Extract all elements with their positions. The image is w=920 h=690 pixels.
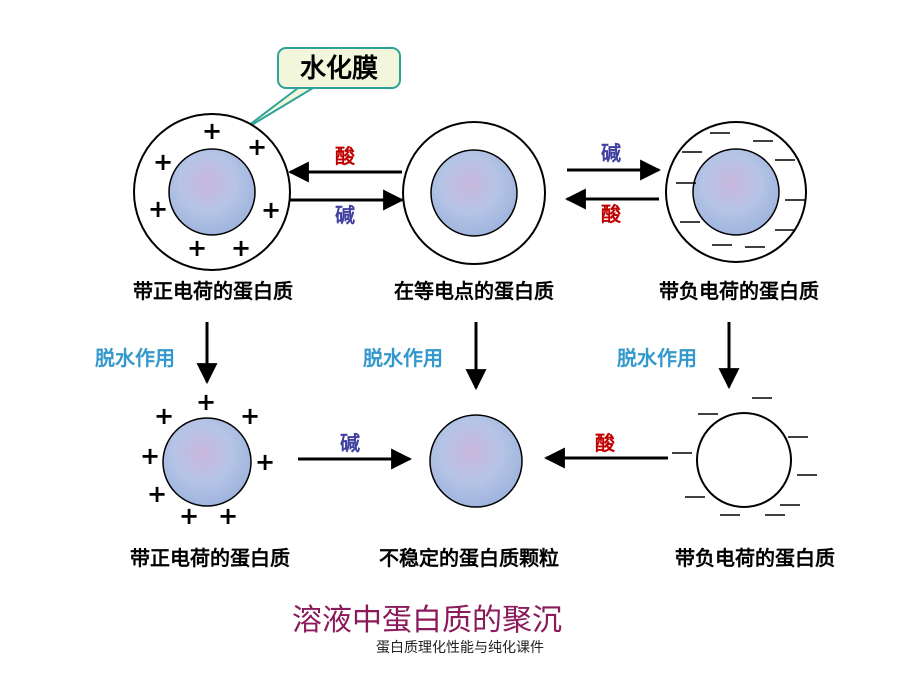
arrow-dehydration-negative: 脱水作用 <box>617 322 740 390</box>
protein-positive-hydrated: + + + + + + + <box>133 113 291 271</box>
arrow-negative-to-iso: 酸 <box>564 188 659 226</box>
plus-sign: + <box>147 480 167 508</box>
plus-sign: + <box>231 234 251 262</box>
protein-core <box>429 414 523 508</box>
arrow-iso-to-positive: 酸 <box>287 144 402 183</box>
dehydration-label: 脱水作用 <box>617 346 697 370</box>
arrow-positive-to-iso: 碱 <box>290 189 405 227</box>
plus-sign: + <box>187 234 207 262</box>
dehydration-label: 脱水作用 <box>363 346 443 370</box>
base-label: 碱 <box>340 431 360 455</box>
protein-negative-hydrated <box>665 121 807 263</box>
protein-core <box>696 412 792 508</box>
diagram-title: 溶液中蛋白质的聚沉 <box>292 603 562 638</box>
protein-core <box>168 148 256 236</box>
base-label: 碱 <box>335 203 355 227</box>
label-negative-protein-2: 带负电荷的蛋白质 <box>675 546 835 570</box>
protein-positive-dehydrated: + + + + + + + + <box>140 388 275 530</box>
acid-label: 酸 <box>335 144 356 168</box>
callout-label: 水化膜 <box>300 54 378 84</box>
plus-sign: + <box>140 442 160 470</box>
plus-sign: + <box>179 502 199 530</box>
plus-sign: + <box>218 502 238 530</box>
arrow-dehydration-positive: 脱水作用 <box>95 322 218 385</box>
plus-sign: + <box>255 448 275 476</box>
plus-sign: + <box>247 133 267 161</box>
negative-charges <box>672 397 817 516</box>
protein-core <box>430 149 518 237</box>
plus-sign: + <box>196 388 216 416</box>
label-isoelectric-protein: 在等电点的蛋白质 <box>394 279 554 303</box>
plus-sign: + <box>240 402 260 430</box>
label-positive-protein: 带正电荷的蛋白质 <box>133 279 293 303</box>
acid-label: 酸 <box>601 202 622 226</box>
arrow-iso-to-negative: 碱 <box>567 141 662 181</box>
arrow-positive-to-unstable: 碱 <box>298 431 413 470</box>
protein-core <box>162 417 252 507</box>
label-negative-protein: 带负电荷的蛋白质 <box>659 279 819 303</box>
protein-unstable-particle <box>429 414 523 508</box>
plus-sign: + <box>202 117 222 145</box>
plus-sign: + <box>261 196 281 224</box>
protein-core <box>692 148 780 236</box>
plus-sign: + <box>148 195 168 223</box>
positive-charges: + + + + + + + + <box>140 388 275 530</box>
plus-sign: + <box>154 402 174 430</box>
plus-sign: + <box>153 148 173 176</box>
label-unstable-particle: 不稳定的蛋白质颗粒 <box>379 546 559 570</box>
arrow-negative-to-unstable: 酸 <box>543 431 668 469</box>
footer-caption: 蛋白质理化性能与纯化课件 <box>376 640 544 656</box>
base-label: 碱 <box>601 141 621 165</box>
dehydration-label: 脱水作用 <box>95 346 175 370</box>
arrow-dehydration-isoelectric: 脱水作用 <box>363 322 487 391</box>
positive-charges: + + + + + + + <box>148 117 281 262</box>
protein-negative-dehydrated <box>672 397 817 516</box>
negative-charges <box>676 132 805 248</box>
hydration-film-callout: 水化膜 <box>239 47 401 133</box>
protein-isoelectric-hydrated <box>402 121 546 265</box>
acid-label: 酸 <box>595 431 616 455</box>
label-positive-protein-2: 带正电荷的蛋白质 <box>130 546 290 570</box>
